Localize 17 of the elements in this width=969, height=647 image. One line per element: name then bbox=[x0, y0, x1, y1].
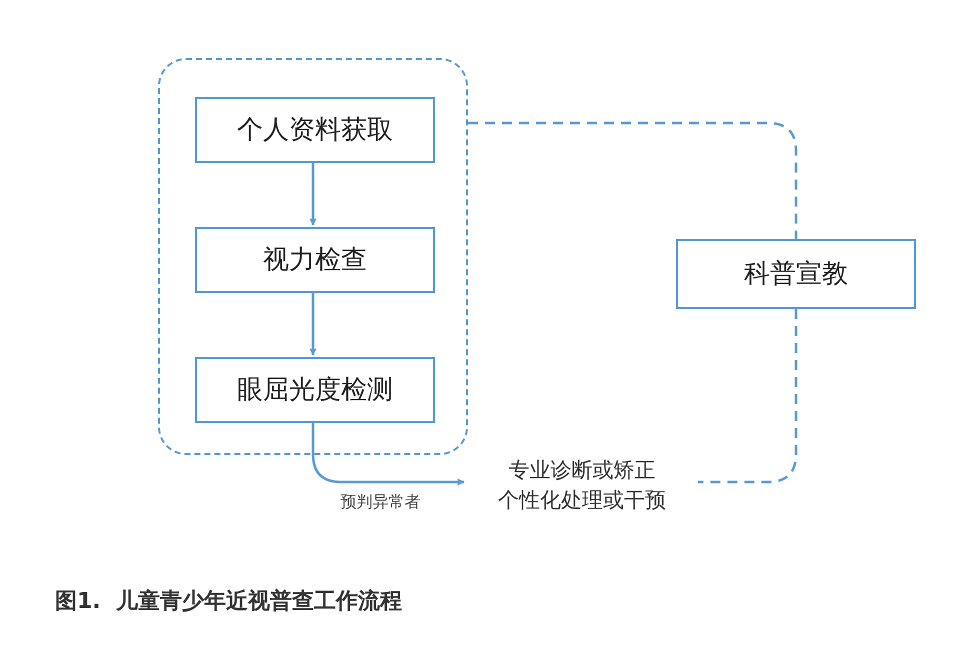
outcome-text: 专业诊断或矫正 bbox=[508, 457, 656, 484]
process-box bbox=[195, 357, 435, 423]
figure-caption: 图1. 儿童青少年近视普查工作流程 bbox=[55, 588, 402, 616]
arrow bbox=[310, 291, 316, 356]
dashed-connector bbox=[698, 309, 798, 484]
box-label: 眼屈光度检测 bbox=[237, 374, 393, 406]
dashed-group-frame bbox=[158, 58, 468, 455]
dashed-connector bbox=[468, 122, 798, 239]
arrow bbox=[310, 161, 316, 226]
process-box bbox=[676, 239, 916, 309]
box-label: 科普宣教 bbox=[744, 258, 848, 290]
box-label: 视力检查 bbox=[263, 244, 367, 276]
outcome-text: 个性化处理或干预 bbox=[498, 487, 666, 514]
arrow bbox=[312, 421, 465, 486]
box-label: 个人资料获取 bbox=[237, 114, 393, 146]
process-box bbox=[195, 227, 435, 293]
process-box bbox=[195, 97, 435, 163]
